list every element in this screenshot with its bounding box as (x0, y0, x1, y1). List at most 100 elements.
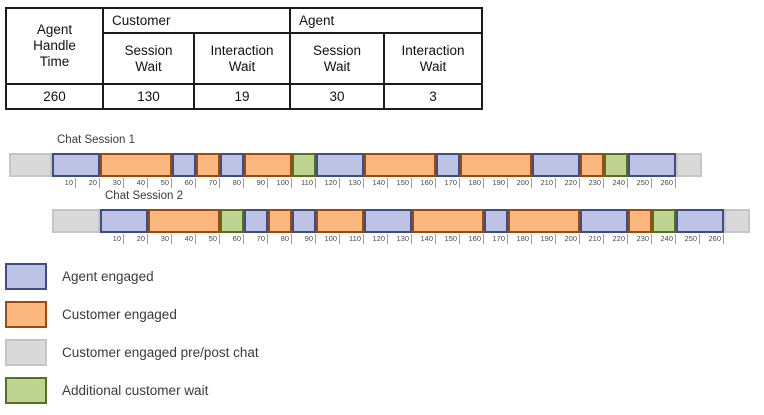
axis-tick-label: 10 (53, 178, 76, 188)
axis-tick-label: 120 (365, 234, 388, 244)
timeline-segment-agent (316, 153, 364, 177)
value-agent-session-wait: 30 (289, 83, 385, 110)
axis-tick-label: 10 (101, 234, 124, 244)
timeline-segment-wait (652, 209, 676, 233)
timeline-segment-agent (364, 209, 412, 233)
axis-tick-label: 50 (149, 178, 172, 188)
axis-tick-label: 150 (437, 234, 460, 244)
timeline-segment-customer (148, 209, 220, 233)
timeline-segment-wait (604, 153, 628, 177)
timeline-segment-customer (508, 209, 580, 233)
axis-tick-label: 70 (197, 178, 220, 188)
axis-tick-label: 160 (461, 234, 484, 244)
timeline-segment-prepost (8, 153, 52, 177)
axis-tick-label: 220 (605, 234, 628, 244)
group-header-agent: Agent (289, 7, 483, 34)
axis-tick-label: 30 (101, 178, 124, 188)
axis-tick-label: 170 (485, 234, 508, 244)
axis-tick-label: 30 (149, 234, 172, 244)
timeline-segment-agent (484, 209, 508, 233)
timeline-segment-agent (220, 153, 244, 177)
timeline-segment-agent (292, 209, 316, 233)
axis-tick-label: 200 (557, 234, 580, 244)
axis-tick-label: 60 (221, 234, 244, 244)
subheader-line: Wait (323, 58, 351, 74)
header-line: Time (39, 54, 70, 69)
timeline-segment-agent (628, 153, 676, 177)
axis-tick-label: 250 (677, 234, 700, 244)
timeline-segment-prepost (724, 209, 751, 233)
timeline-segment-customer (196, 153, 220, 177)
timeline-segment-agent (172, 153, 196, 177)
timeline-segment-prepost (676, 153, 703, 177)
timeline-segment-customer (364, 153, 436, 177)
axis-tick-label: 170 (437, 178, 460, 188)
axis-tick-label: 110 (341, 234, 364, 244)
header-line: Handle (33, 38, 76, 53)
axis-tick-label: 130 (389, 234, 412, 244)
legend-swatch-additional-wait (5, 377, 47, 404)
axis-tick-label: 40 (125, 178, 148, 188)
legend-swatch-customer-engaged (5, 301, 47, 328)
subheader-customer-session-wait: Session Wait (102, 32, 195, 85)
session-title: Chat Session 2 (105, 190, 183, 202)
timeline-segment-customer (100, 153, 172, 177)
axis-tick-label: 160 (413, 178, 436, 188)
timeline-segment-agent (52, 153, 100, 177)
legend-label: Agent engaged (62, 269, 154, 284)
axis-tick-label: 130 (341, 178, 364, 188)
timeline-segment-customer (580, 153, 604, 177)
axis-tick-label: 260 (701, 234, 724, 244)
legend-swatch-prepost-chat (5, 339, 47, 366)
subheader-line: Interaction (401, 42, 465, 58)
axis-tick-label: 240 (653, 234, 676, 244)
legend-label: Additional customer wait (62, 383, 209, 398)
timeline-segment-customer (244, 153, 292, 177)
axis-tick-label: 180 (461, 178, 484, 188)
axis-tick-label: 110 (293, 178, 316, 188)
axis-tick-label: 20 (125, 234, 148, 244)
axis-tick-label: 180 (509, 234, 532, 244)
axis-tick-label: 210 (581, 234, 604, 244)
axis-tick-label: 190 (533, 234, 556, 244)
axis-tick-label: 60 (173, 178, 196, 188)
axis-tick-label: 260 (653, 178, 676, 188)
subheader-agent-session-wait: Session Wait (289, 32, 385, 85)
legend-label: Customer engaged (62, 307, 177, 322)
axis-tick-label: 220 (557, 178, 580, 188)
axis-tick-label: 20 (77, 178, 100, 188)
timeline-segment-customer (412, 209, 484, 233)
axis-tick-label: 90 (293, 234, 316, 244)
axis-tick-label: 70 (245, 234, 268, 244)
axis-tick-label: 230 (629, 234, 652, 244)
subheader-line: Interaction (210, 42, 274, 58)
axis-tick-label: 140 (413, 234, 436, 244)
axis-tick-label: 40 (173, 234, 196, 244)
value-customer-session-wait: 130 (102, 83, 195, 110)
subheader-line: Wait (135, 58, 162, 74)
axis-tick-label: 230 (581, 178, 604, 188)
axis-tick-label: 150 (389, 178, 412, 188)
axis-tick-label: 50 (197, 234, 220, 244)
axis-tick-label: 140 (365, 178, 388, 188)
axis-tick-label: 100 (269, 178, 292, 188)
timeline-segment-wait (220, 209, 244, 233)
legend-item-prepost: Customer engaged pre/post chat (5, 339, 259, 366)
value-agent-interaction-wait: 3 (383, 83, 483, 110)
axis-tick-label: 80 (221, 178, 244, 188)
legend-item-customer: Customer engaged (5, 301, 177, 328)
axis-tick-label: 90 (245, 178, 268, 188)
timeline-segment-customer (268, 209, 292, 233)
axis-tick-label: 100 (317, 234, 340, 244)
subheader-line: Wait (228, 58, 256, 74)
timeline-segment-customer (460, 153, 532, 177)
axis-tick-label: 120 (317, 178, 340, 188)
value-customer-interaction-wait: 19 (193, 83, 291, 110)
legend-swatch-agent-engaged (5, 263, 47, 290)
subheader-agent-interaction-wait: Interaction Wait (383, 32, 483, 85)
timeline-segment-wait (292, 153, 316, 177)
group-header-customer: Customer (102, 7, 291, 34)
legend-item-wait: Additional customer wait (5, 377, 208, 404)
timeline-segment-agent (100, 209, 148, 233)
